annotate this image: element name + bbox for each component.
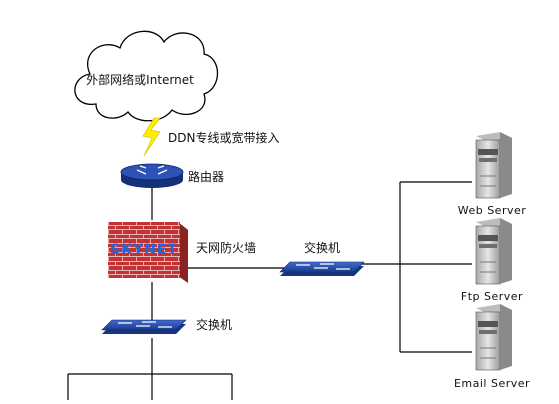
email-server-label: Email Server — [454, 377, 530, 390]
web-server-label: Web Server — [458, 204, 527, 217]
switch-low-icon — [101, 319, 187, 334]
cloud-icon: 外部网络或Internet — [74, 30, 218, 122]
switch-low-label: 交换机 — [196, 317, 232, 332]
connection-lines — [67, 181, 472, 400]
switch-mid-icon — [279, 261, 365, 276]
web-server-icon — [475, 132, 512, 199]
ftp-server-label: Ftp Server — [461, 290, 523, 303]
lightning-icon — [142, 117, 161, 157]
ddn-label: DDN专线或宽带接入 — [168, 130, 279, 145]
switch-mid-label: 交换机 — [304, 240, 340, 255]
router-icon — [120, 163, 184, 188]
firewall-label: 天网防火墙 — [196, 240, 256, 255]
email-server-icon — [475, 304, 512, 371]
firewall-icon: SKYNET — [108, 222, 188, 283]
router-label: 路由器 — [188, 169, 224, 184]
cloud-label: 外部网络或Internet — [86, 72, 194, 87]
firewall-brand: SKYNET — [110, 242, 178, 258]
ftp-server-icon — [475, 218, 512, 285]
